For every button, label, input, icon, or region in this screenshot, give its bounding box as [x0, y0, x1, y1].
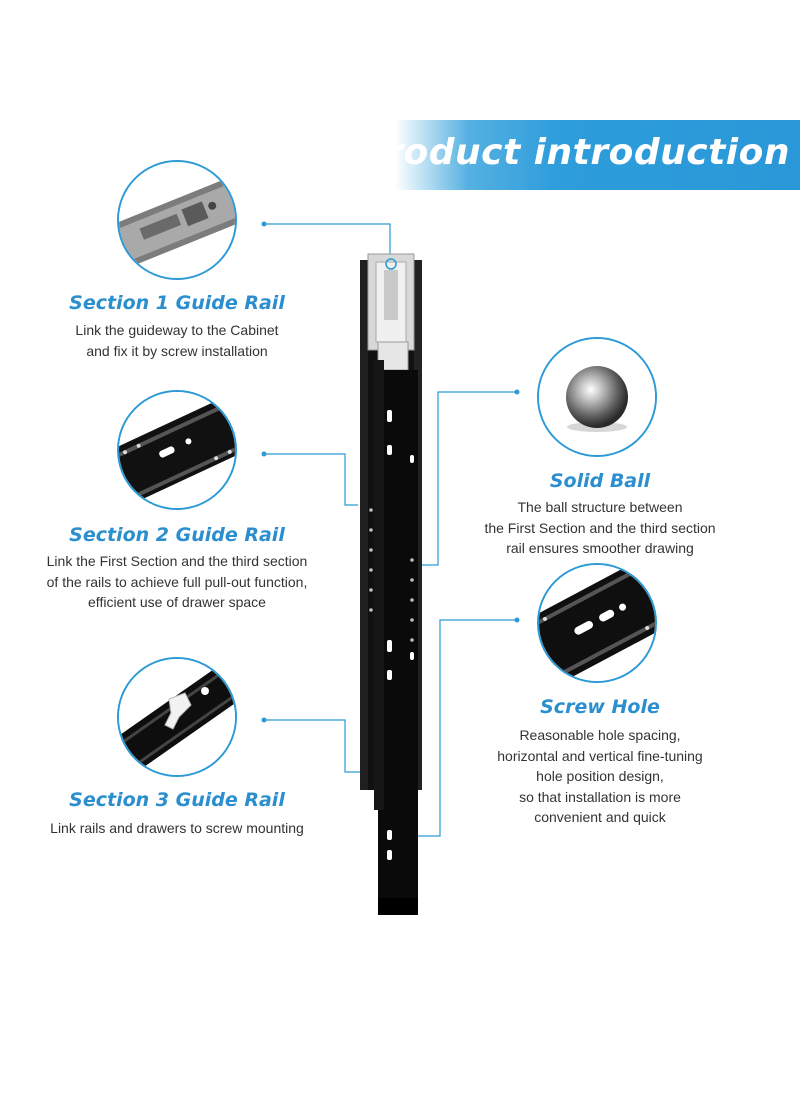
- section2-line: efficient use of drawer space: [88, 594, 266, 610]
- banner-title: Product introduction: [359, 132, 790, 173]
- solid-ball-line: rail ensures smoother drawing: [506, 540, 694, 556]
- screw-hole-line: so that installation is more: [519, 788, 681, 805]
- section1-rail-closeup-icon: [117, 160, 237, 280]
- section3-rail-closeup-icon: [117, 657, 237, 777]
- section2-line: Link the First Section and the third sec…: [46, 553, 308, 569]
- solid-ball-title: Solid Ball: [549, 470, 651, 492]
- screw-hole-title: Screw Hole: [540, 696, 660, 718]
- section1-description: Link the guideway to the Cabinet and fix…: [0, 320, 354, 361]
- section2-description: Link the First Section and the third sec…: [0, 551, 354, 613]
- section1-title: Section 1 Guide Rail: [69, 292, 285, 314]
- screw-hole-line: convenient and quick: [534, 809, 666, 825]
- section1-line: Link the guideway to the Cabinet: [75, 322, 279, 338]
- solid-ball-line: The ball structure between: [517, 499, 683, 515]
- drawer-slide-rail: [340, 250, 440, 920]
- steel-ball-icon: [537, 337, 657, 457]
- section2-line: of the rails to achieve full pull-out fu…: [46, 573, 308, 590]
- section3-description: Link rails and drawers to screw mounting: [0, 818, 354, 839]
- solid-ball-description: The ball structure between the First Sec…: [430, 497, 770, 559]
- screw-hole-line: hole position design,: [536, 768, 664, 784]
- screw-hole-line: horizontal and vertical fine-tuning: [497, 747, 703, 764]
- screw-hole-description: Reasonable hole spacing, horizontal and …: [430, 725, 770, 828]
- solid-ball-line: the First Section and the third section: [484, 519, 716, 536]
- screw-hole-line: Reasonable hole spacing,: [519, 727, 681, 743]
- title-banner: Product introduction: [359, 120, 800, 190]
- screw-hole-closeup-icon: [537, 563, 657, 683]
- section3-line: Link rails and drawers to screw mounting: [50, 820, 304, 836]
- section3-title: Section 3 Guide Rail: [69, 789, 285, 811]
- section1-line: and fix it by screw installation: [86, 342, 268, 359]
- section2-rail-closeup-icon: [117, 390, 237, 510]
- section2-title: Section 2 Guide Rail: [69, 524, 285, 546]
